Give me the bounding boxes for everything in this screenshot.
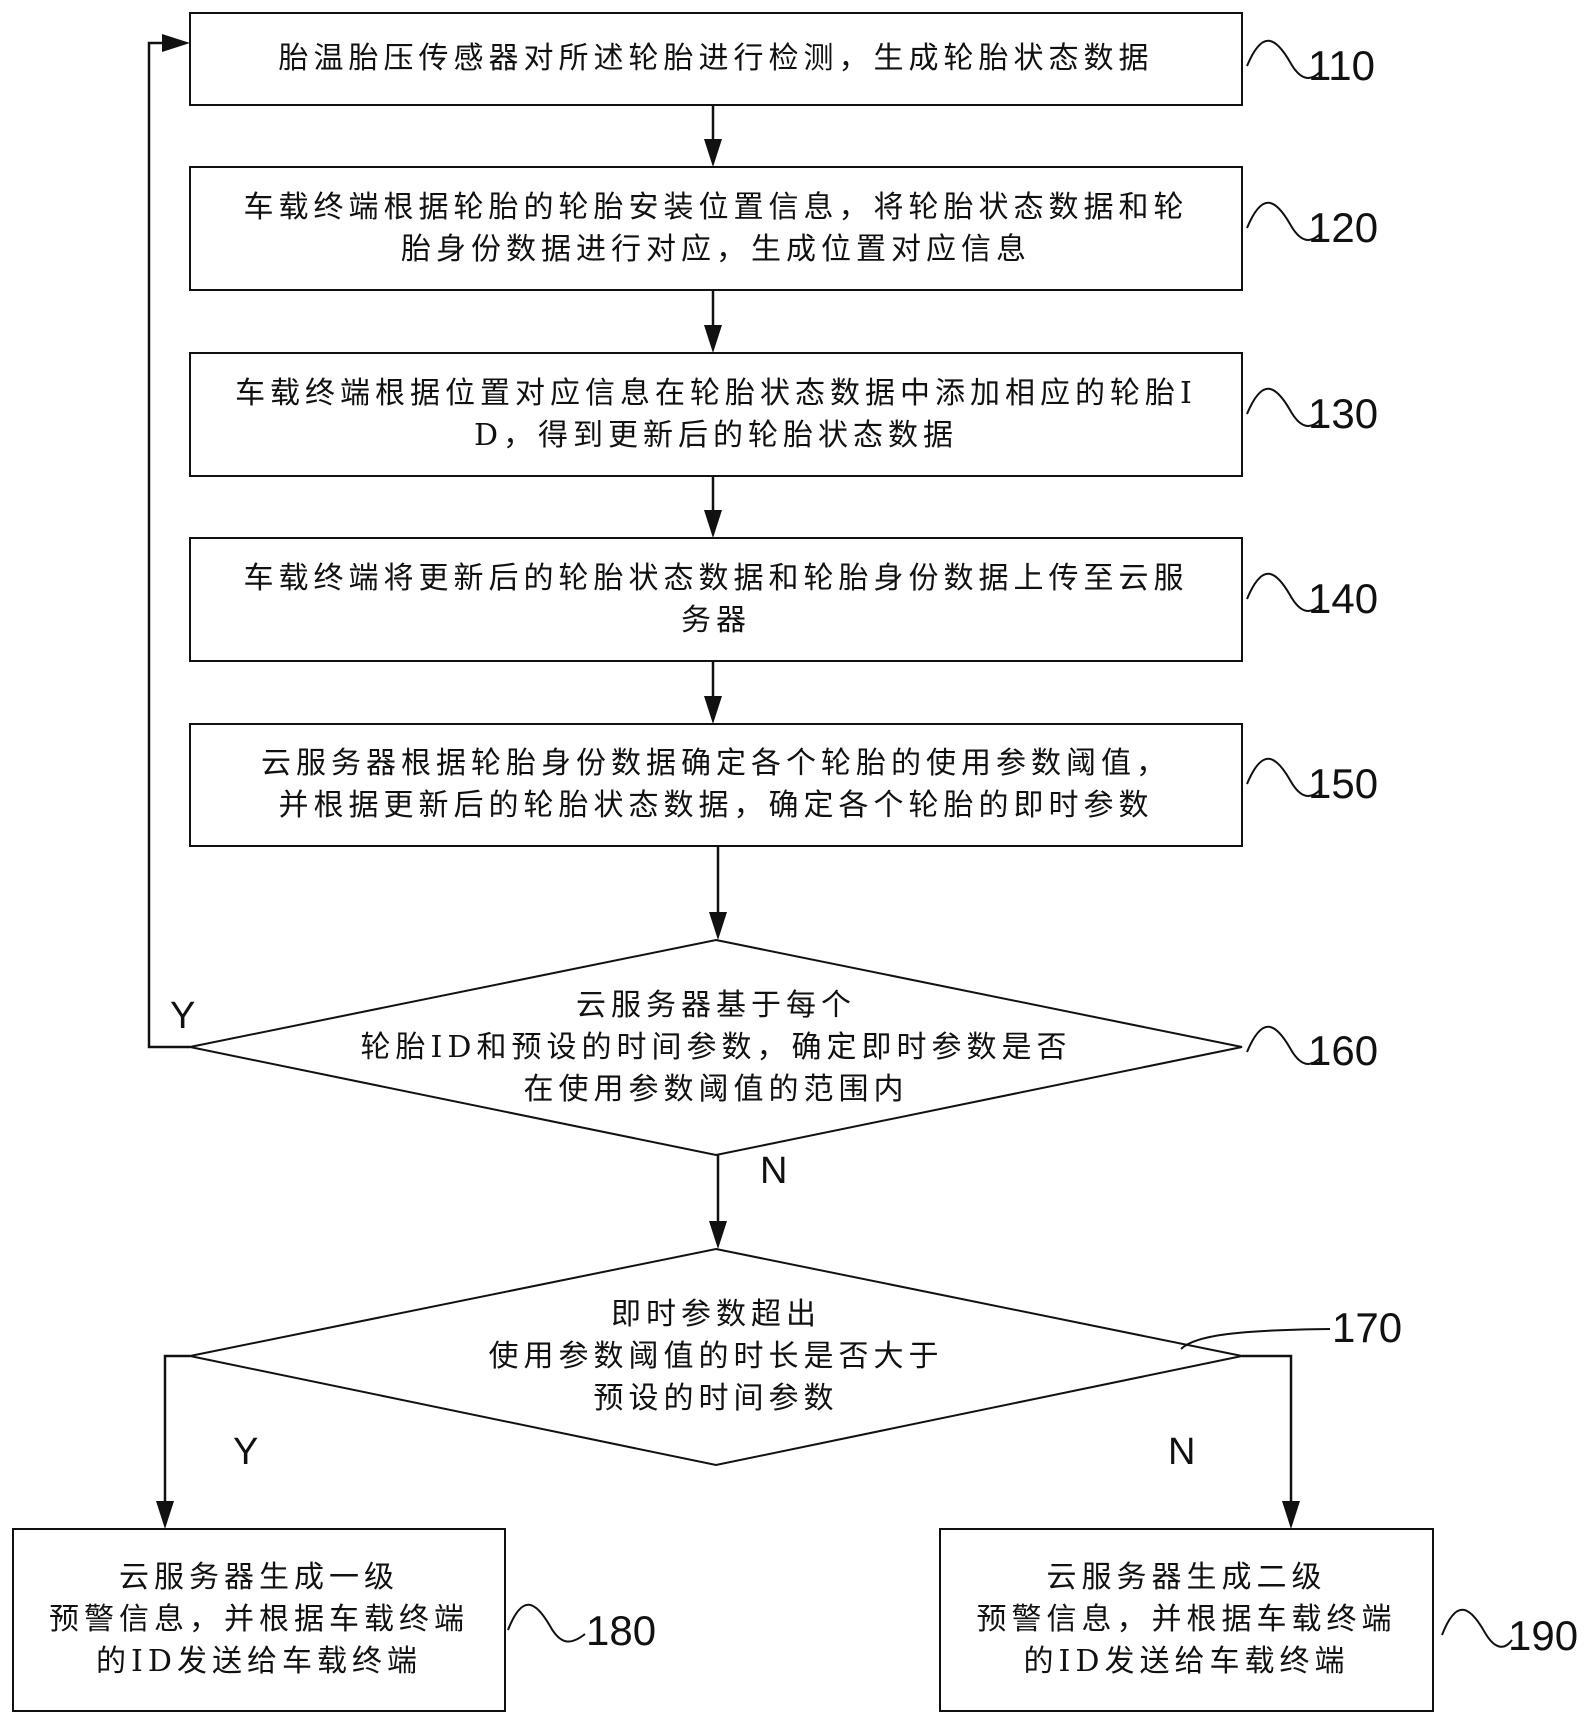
loop-160-to-110 [147,41,190,1049]
ref-number-150: 150 [1308,760,1379,807]
arrowhead-110-120 [704,139,722,167]
branch-label-170-yes: Y [233,1431,259,1473]
step-text-190: 云服务器生成二级 预警信息，并根据车载终端 的ID发送给车载终端 [976,1560,1397,1679]
branch-label-160-yes: Y [170,995,196,1037]
arrowhead-140-150 [704,696,722,724]
ref-number-180: 180 [586,1607,657,1654]
arrowhead-160-170 [709,1221,727,1249]
ref-number-120: 120 [1308,204,1379,251]
arrowhead-120-130 [704,325,722,353]
step-text-180: 云服务器生成一级 预警信息，并根据车载终端 的ID发送给车载终端 [49,1560,469,1679]
leader-wave-140 [1246,572,1321,612]
arrowhead-170-190 [1282,1501,1300,1529]
ref-number-160: 160 [1308,1027,1379,1074]
step-text-140: 车载终端将更新后的轮胎状态数据和轮胎身份数据上传至云服 务器 [243,560,1189,638]
leader-wave-190 [1441,1608,1513,1648]
ref-number-130: 130 [1308,390,1379,437]
leader-wave-160 [1246,1025,1321,1065]
step-text-110: 胎温胎压传感器对所述轮胎进行检测，生成轮胎状态数据 [278,41,1154,76]
arrowhead-150-160 [709,912,727,940]
branch-label-160-no: N [760,1150,788,1192]
step-box-190 [939,1528,1434,1712]
leader-wave-120 [1246,201,1321,241]
step-box-150 [189,723,1243,847]
ref-number-170: 170 [1332,1304,1403,1351]
ref-number-110: 110 [1308,42,1375,89]
step-box-120 [189,166,1243,291]
step-text-120: 车载终端根据轮胎的轮胎安装位置信息，将轮胎状态数据和轮 胎身份数据进行对应，生成… [243,189,1189,267]
branch-170-no [1242,1354,1293,1501]
ref-number-190: 190 [1508,1612,1579,1659]
branch-170-yes [163,1354,190,1501]
decision-text-160: 云服务器基于每个 轮胎ID和预设的时间参数，确定即时参数是否 在使用参数阈值的范… [360,987,1072,1107]
decision-diamond-160 [189,938,1243,1157]
decision-text-170: 即时参数超出 使用参数阈值的时长是否大于 预设的时间参数 [488,1297,944,1416]
arrowhead-170-180 [156,1501,174,1529]
leader-wave-130 [1246,387,1321,427]
arrowhead-loop-110 [162,34,190,52]
step-text-130: 车载终端根据位置对应信息在轮胎状态数据中添加相应的轮胎I D，得到更新后的轮胎状… [235,375,1197,453]
leader-wave-150 [1246,757,1321,797]
leader-wave-110 [1246,39,1321,79]
step-box-110 [189,12,1243,106]
step-box-140 [189,537,1243,662]
leader-line-170 [1180,1328,1331,1350]
ref-number-140: 140 [1308,575,1379,622]
step-text-150: 云服务器根据轮胎身份数据确定各个轮胎的使用参数阈值， 并根据更新后的轮胎状态数据… [261,746,1171,823]
branch-label-170-no: N [1168,1431,1196,1473]
leader-wave-180 [507,1603,586,1643]
step-box-180 [12,1528,506,1712]
step-box-130 [189,352,1243,477]
arrowhead-130-140 [704,510,722,538]
decision-diamond-170 [189,1247,1243,1467]
